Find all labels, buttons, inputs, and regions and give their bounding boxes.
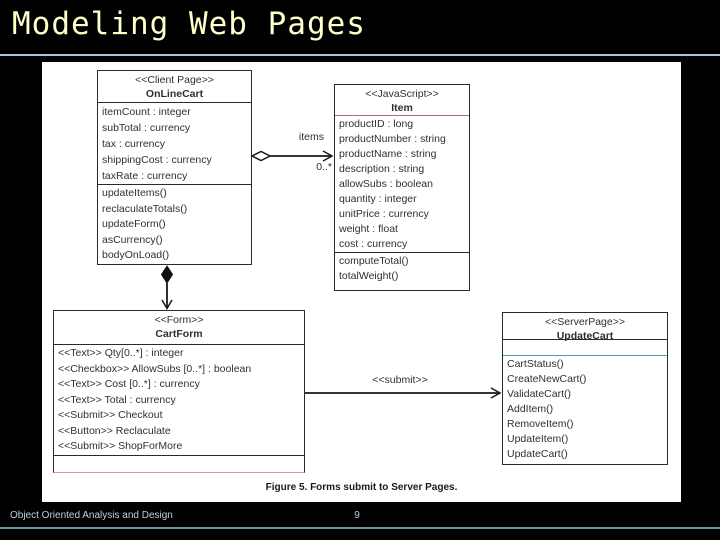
attribute-row: productID : long	[339, 118, 414, 130]
page-number: 9	[354, 510, 360, 521]
class-name: CartForm	[155, 328, 203, 340]
title-underline	[0, 54, 720, 56]
attributes-compartment	[503, 339, 667, 355]
operation-row: totalWeight()	[339, 270, 399, 282]
attribute-row: shippingCost : currency	[102, 154, 212, 166]
attribute-row: <<Text>> Qty[0..*] : integer	[58, 347, 184, 359]
class-header-updatecart: <<ServerPage>> UpdateCart	[503, 313, 667, 342]
footer-rule	[0, 527, 720, 529]
association-role-label-items: items	[298, 131, 324, 143]
attribute-row: <<Text>> Cost [0..*] : currency	[58, 378, 200, 390]
association-stereotype-label-submit: <<submit>>	[372, 374, 428, 386]
class-box-updatecart: <<ServerPage>> UpdateCart CartStatus() Cr…	[502, 312, 668, 465]
attribute-row: allowSubs : boolean	[339, 178, 433, 190]
operations-compartment: updateItems() reclaculateTotals() updateFo…	[98, 184, 251, 264]
class-name: Item	[391, 102, 413, 114]
attribute-row: quantity : integer	[339, 193, 417, 205]
operation-row: UpdateCart()	[507, 448, 568, 460]
stereotype-label: <<ServerPage>>	[545, 316, 625, 328]
operation-row: updateItems()	[102, 187, 167, 199]
attribute-row: cost : currency	[339, 238, 408, 250]
class-header-item: <<JavaScript>> Item	[335, 85, 469, 115]
operation-row: updateForm()	[102, 218, 166, 230]
stereotype-label: <<Client Page>>	[135, 74, 214, 86]
attribute-row: itemCount : integer	[102, 106, 191, 118]
attribute-row: <<Submit>> ShopForMore	[58, 440, 183, 452]
operation-row: bodyOnLoad()	[102, 249, 170, 261]
attribute-row: <<Text>> Total : currency	[58, 393, 176, 406]
attribute-row: <<Checkbox>> AllowSubs [0..*] : boolean	[58, 362, 252, 375]
slide-content-area: <<Client Page>> OnLineCart itemCount : i…	[42, 62, 681, 502]
composition-form-connector	[160, 265, 174, 310]
class-box-cartform: <<Form>> CartForm <<Text>> Qty[0..*] : i…	[53, 310, 305, 473]
attribute-row: subTotal : currency	[102, 122, 191, 134]
submit-association-arrow	[305, 387, 502, 399]
attribute-row: weight : float	[339, 223, 398, 235]
attribute-row: productNumber : string	[339, 133, 446, 145]
class-header-cartform: <<Form>> CartForm	[54, 311, 304, 344]
attributes-compartment: productID : long productNumber : string pr…	[335, 115, 469, 252]
attributes-compartment: itemCount : integer subTotal : currency ta…	[98, 102, 251, 184]
attribute-row: tax : currency	[102, 138, 166, 150]
operation-row: computeTotal()	[339, 255, 409, 267]
aggregation-items-connector	[250, 150, 334, 162]
attribute-row: <<Submit>> Checkout	[58, 409, 163, 421]
operation-row: CreateNewCart()	[507, 373, 587, 385]
operations-compartment	[54, 455, 304, 472]
operation-row: asCurrency()	[102, 233, 163, 246]
operation-row: reclaculateTotals()	[102, 202, 188, 215]
stereotype-label: <<JavaScript>>	[365, 88, 439, 100]
class-header-onlinecart: <<Client Page>> OnLineCart	[98, 71, 251, 102]
operation-row: ValidateCart()	[507, 388, 571, 400]
attribute-row: unitPrice : currency	[339, 208, 429, 220]
footer-course-title: Object Oriented Analysis and Design	[10, 510, 173, 521]
attribute-row: productName : string	[339, 148, 437, 160]
operation-row: RemoveItem()	[507, 418, 574, 430]
operation-row: CartStatus()	[507, 358, 564, 370]
operations-compartment: CartStatus() CreateNewCart() ValidateCart(…	[503, 355, 667, 464]
class-name: OnLineCart	[145, 88, 204, 100]
attribute-row: taxRate : currency	[102, 170, 188, 182]
operation-row: UpdateItem()	[507, 433, 569, 445]
figure-caption: Figure 5. Forms submit to Server Pages.	[265, 482, 458, 493]
operation-row: AddItem()	[507, 403, 554, 415]
attributes-compartment: <<Text>> Qty[0..*] : integer <<Checkbox>>…	[54, 344, 304, 455]
slide-title: Modeling Web Pages	[12, 6, 366, 42]
attribute-row: description : string	[339, 163, 425, 175]
association-multiplicity-label: 0..*	[316, 161, 332, 173]
operations-compartment: computeTotal() totalWeight()	[335, 252, 469, 290]
attribute-row: <<Button>> Reclaculate	[58, 424, 171, 437]
class-box-onlinecart: <<Client Page>> OnLineCart itemCount : i…	[97, 70, 252, 265]
stereotype-label: <<Form>>	[154, 314, 204, 326]
